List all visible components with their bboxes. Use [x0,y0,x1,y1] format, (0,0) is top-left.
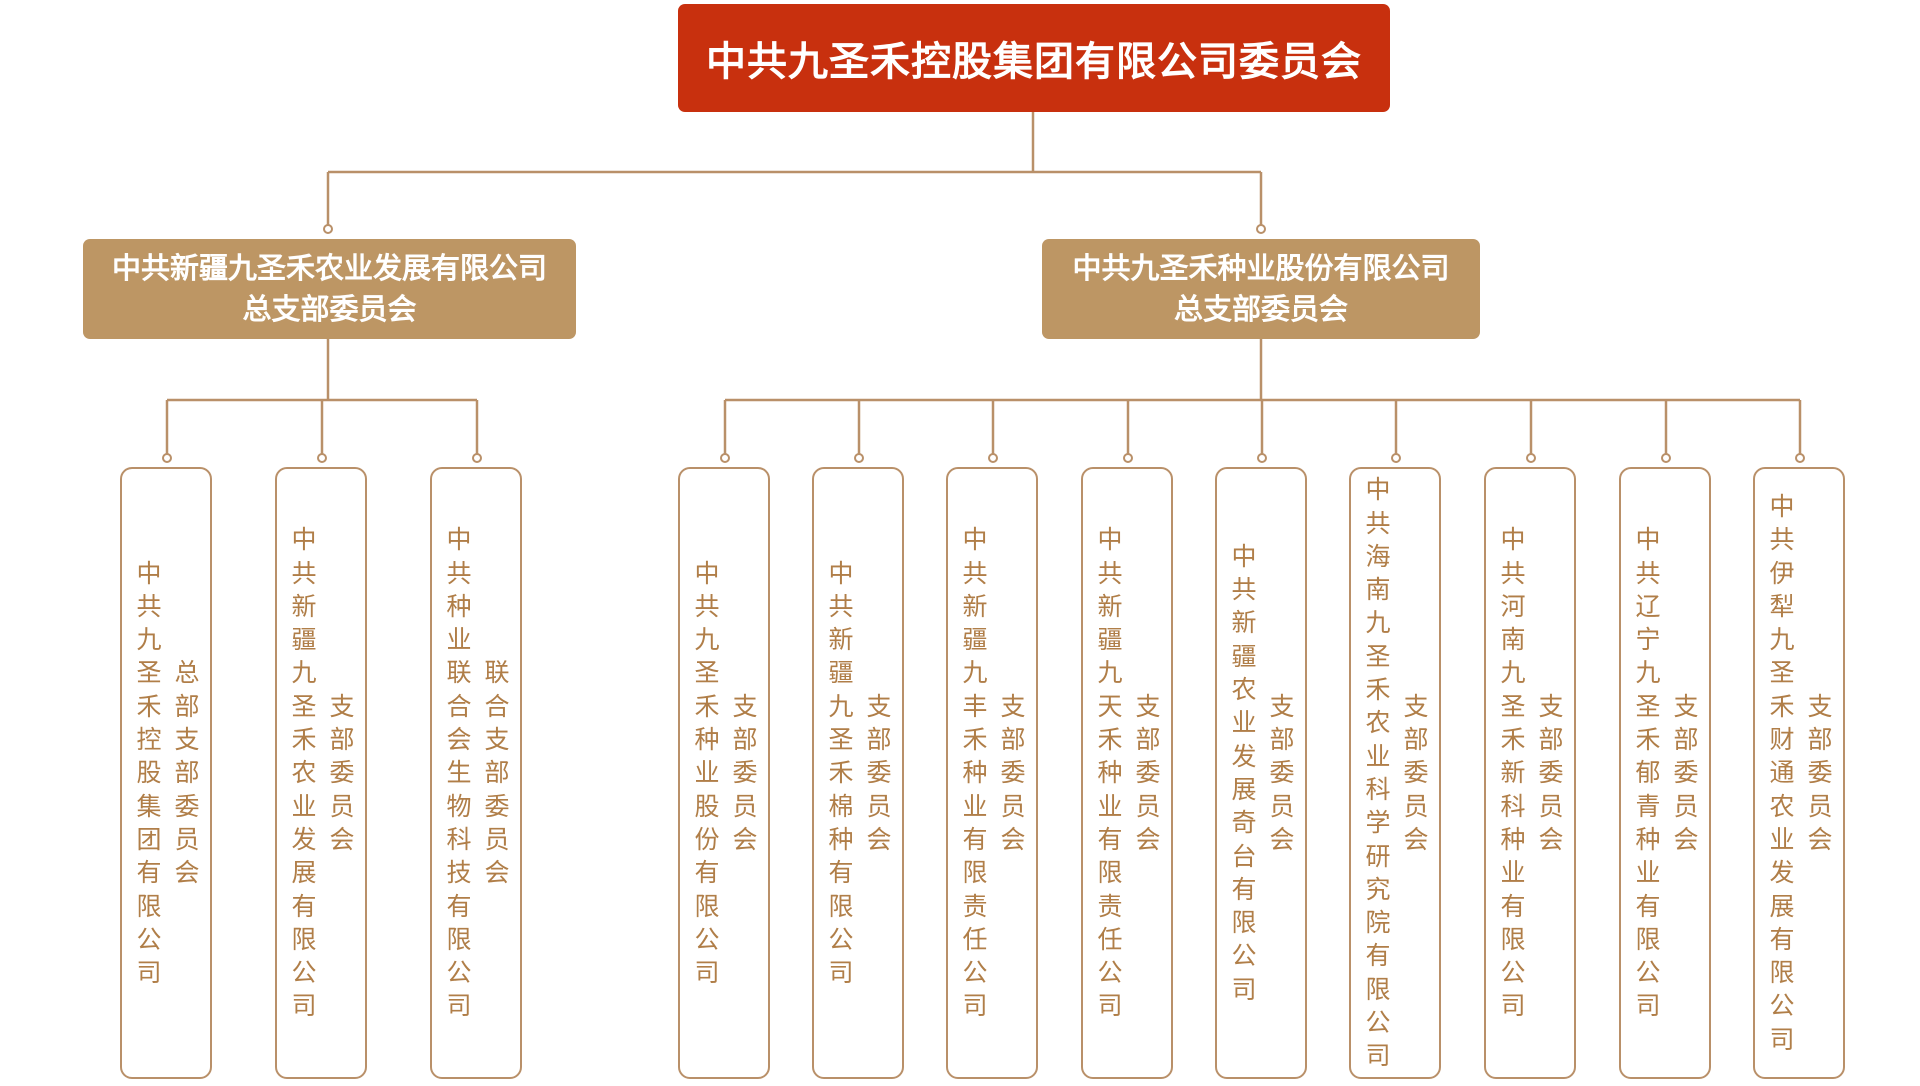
root-title: 中共九圣禾控股集团有限公司委员会 [706,39,1362,85]
unit-node: 中共辽宁九圣禾郁青种业有限公司支部委员会 [1619,467,1711,1079]
connector-dot [472,453,482,463]
unit-name-col1: 中共新疆九圣禾农业发展有限公司 [291,525,317,1021]
unit-name-col1: 中共新疆九圣禾棉种有限公司 [828,558,854,988]
unit-name-col1: 中共九圣禾控股集团有限公司 [136,558,162,988]
connector-dot [323,224,333,234]
unit-name-col2: 支部委员会 [1538,691,1564,854]
unit-node: 中共河南九圣禾新科种业有限公司支部委员会 [1484,467,1576,1079]
unit-name-col2: 支部委员会 [866,691,892,854]
unit-name-col2: 支部委员会 [1403,691,1429,854]
connector-dot [1526,453,1536,463]
unit-name-col1: 中共新疆九丰禾种业有限责任公司 [962,525,988,1021]
connector-dot [317,453,327,463]
unit-node: 中共九圣禾种业股份有限公司支部委员会 [678,467,770,1079]
unit-node: 中共新疆九圣禾农业发展有限公司支部委员会 [275,467,367,1079]
connector-dot [1123,453,1133,463]
branch-title-line2: 总支部委员会 [242,292,417,326]
branch-title-line2: 总支部委员会 [1173,292,1348,326]
connector-dot [1795,453,1805,463]
branch-node-1: 中共九圣禾种业股份有限公司 总支部委员会 [1042,239,1480,339]
connector-dot [1256,224,1266,234]
unit-name-col1: 中共伊犁九圣禾财通农业发展有限公司 [1769,491,1795,1054]
connector-dot [1661,453,1671,463]
connector-dot [162,453,172,463]
unit-name-col1: 中共海南九圣禾农业科学研究院有限公司 [1365,475,1391,1071]
connector-dot [1257,453,1267,463]
unit-name-col1: 中共新疆农业发展奇台有限公司 [1231,541,1257,1004]
branch-node-0: 中共新疆九圣禾农业发展有限公司 总支部委员会 [83,239,576,339]
unit-name-col1: 中共河南九圣禾新科种业有限公司 [1500,525,1526,1021]
unit-node: 中共新疆九圣禾棉种有限公司支部委员会 [812,467,904,1079]
unit-node: 中共海南九圣禾农业科学研究院有限公司支部委员会 [1349,467,1441,1079]
unit-node: 中共新疆农业发展奇台有限公司支部委员会 [1215,467,1307,1079]
connector-dot [1391,453,1401,463]
unit-name-col2: 联合支部委员会 [484,658,510,888]
connector-dot [720,453,730,463]
unit-node: 中共种业联合会生物科技有限公司联合支部委员会 [430,467,522,1079]
unit-name-col2: 支部委员会 [1000,691,1026,854]
unit-name-col1: 中共辽宁九圣禾郁青种业有限公司 [1635,525,1661,1021]
root-node: 中共九圣禾控股集团有限公司委员会 [678,4,1390,112]
branch-title-line1: 中共九圣禾种业股份有限公司 [1072,251,1450,285]
unit-node: 中共九圣禾控股集团有限公司总部支部委员会 [120,467,212,1079]
unit-name-col1: 中共新疆九天禾种业有限责任公司 [1097,525,1123,1021]
unit-name-col2: 支部委员会 [1673,691,1699,854]
unit-node: 中共伊犁九圣禾财通农业发展有限公司支部委员会 [1753,467,1845,1079]
unit-name-col1: 中共九圣禾种业股份有限公司 [694,558,720,988]
connector-dot [854,453,864,463]
unit-name-col2: 支部委员会 [732,691,758,854]
unit-name-col2: 支部委员会 [1135,691,1161,854]
unit-name-col2: 支部委员会 [329,691,355,854]
connector-dot [988,453,998,463]
unit-name-col2: 总部支部委员会 [174,658,200,888]
unit-name-col2: 支部委员会 [1269,691,1295,854]
unit-node: 中共新疆九丰禾种业有限责任公司支部委员会 [946,467,1038,1079]
unit-name-col1: 中共种业联合会生物科技有限公司 [446,525,472,1021]
unit-name-col2: 支部委员会 [1807,691,1833,854]
branch-title-line1: 中共新疆九圣禾农业发展有限公司 [111,251,547,285]
unit-node: 中共新疆九天禾种业有限责任公司支部委员会 [1081,467,1173,1079]
